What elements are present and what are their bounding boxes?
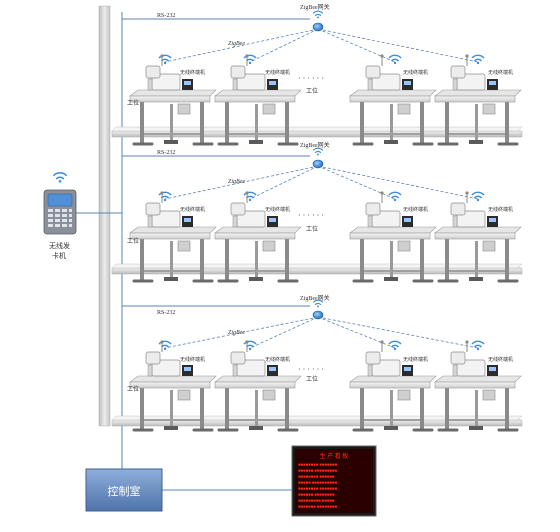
terminal-label: 无线终端机 <box>488 356 513 363</box>
terminal-label: 无线终端机 <box>488 69 513 76</box>
display-board-row: ■■■■■■ ■■■■■■■■■ <box>298 468 337 473</box>
card-reader-label-line1: 无线发 <box>49 241 70 250</box>
zigbee-label: ZigBee <box>228 330 245 336</box>
station-label-mid: 工位 <box>306 225 318 233</box>
zigbee-links <box>164 28 479 63</box>
display-board-row: ■■■■■■■■■ ■■■■■ <box>298 498 335 503</box>
display-board-row: ■■■■■ ■■■■■■■■■■ <box>298 480 337 485</box>
terminal-label: 无线终端机 <box>180 356 205 363</box>
workstation <box>128 338 218 432</box>
control-room-label: 控制室 <box>108 484 141 498</box>
workstation <box>348 189 438 283</box>
workstation <box>213 52 303 146</box>
floor-3: RS-232 ZigBee网关 ZigBee 无线终端机 无线终端机 无线终端机… <box>111 294 523 432</box>
workstation <box>128 189 218 283</box>
main-trunk <box>98 5 111 427</box>
zigbee-links <box>164 165 479 200</box>
gateway-label: ZigBee网关 <box>300 3 330 11</box>
terminal-label: 无线终端机 <box>403 356 428 363</box>
terminal-label: 无线终端机 <box>403 206 428 213</box>
zigbee-label: ZigBee <box>228 41 245 47</box>
station-label: 工位 <box>127 385 139 393</box>
continuation-dots: · · · · · · <box>298 211 324 220</box>
rs232-label: RS-232 <box>157 13 175 19</box>
card-reader-label-line2: 卡机 <box>52 251 66 260</box>
zigbee-label: ZigBee <box>228 179 245 185</box>
display-board-row: ■■■■■■■ ■■■■■■■■ <box>298 504 337 509</box>
station-label: 工位 <box>127 99 139 107</box>
terminal-label: 无线终端机 <box>488 206 513 213</box>
display-board-row: ■■■■■■■■ ■■■■■■■ <box>298 486 337 491</box>
terminal-label: 无线终端机 <box>403 69 428 76</box>
workstation <box>213 189 303 283</box>
display-board-row: ■■■■■■ ■■■■■■■■ <box>298 492 335 497</box>
terminal-label: 无线终端机 <box>265 69 290 76</box>
workstation <box>348 52 438 146</box>
production-display-board: 生 产 看 板 ■■■■■■■■ ■■■■■■■ ■■■■■■ ■■■■■■■■… <box>291 445 377 517</box>
workstation <box>433 52 523 146</box>
workstation <box>433 338 523 432</box>
station-label: 工位 <box>127 237 139 245</box>
control-room-box <box>85 468 163 512</box>
zigbee-gateway <box>312 159 324 169</box>
terminal-label: 无线终端机 <box>180 69 205 76</box>
gateway-label: ZigBee网关 <box>300 294 330 302</box>
rs232-label: RS-232 <box>157 310 175 316</box>
display-board-row: ■■■■■■■■ ■■■■■■ <box>298 474 335 479</box>
station-label-mid: 工位 <box>306 87 318 95</box>
workstation <box>128 52 218 146</box>
station-label-mid: 工位 <box>306 375 318 383</box>
workstation <box>213 338 303 432</box>
floor-2: RS-232 ZigBee网关 ZigBee 无线终端机 无线终端机 无线终端机… <box>111 141 523 283</box>
rs232-label: RS-232 <box>157 150 175 156</box>
zigbee-gateway <box>312 22 324 32</box>
display-board-header: 生 产 看 板 <box>320 452 349 460</box>
gateway-label: ZigBee网关 <box>300 141 330 149</box>
terminal-label: 无线终端机 <box>180 206 205 213</box>
terminal-label: 无线终端机 <box>265 206 290 213</box>
zigbee-gateway <box>312 310 324 320</box>
terminal-label: 无线终端机 <box>265 356 290 363</box>
continuation-dots: · · · · · · <box>298 74 324 83</box>
wireless-card-reader: 无线发 卡机 <box>43 172 122 260</box>
workstation <box>433 189 523 283</box>
continuation-dots: · · · · · · <box>298 365 324 374</box>
workstation <box>348 338 438 432</box>
control-room: 控制室 <box>85 468 293 512</box>
display-board-row: ■■■■■■■■ ■■■■■■■ <box>298 462 337 467</box>
zigbee-links <box>164 316 479 349</box>
floor-1: RS-232 ZigBee网关 ZigBee 无线终端机 无线终端机 无线终端机… <box>111 3 523 146</box>
